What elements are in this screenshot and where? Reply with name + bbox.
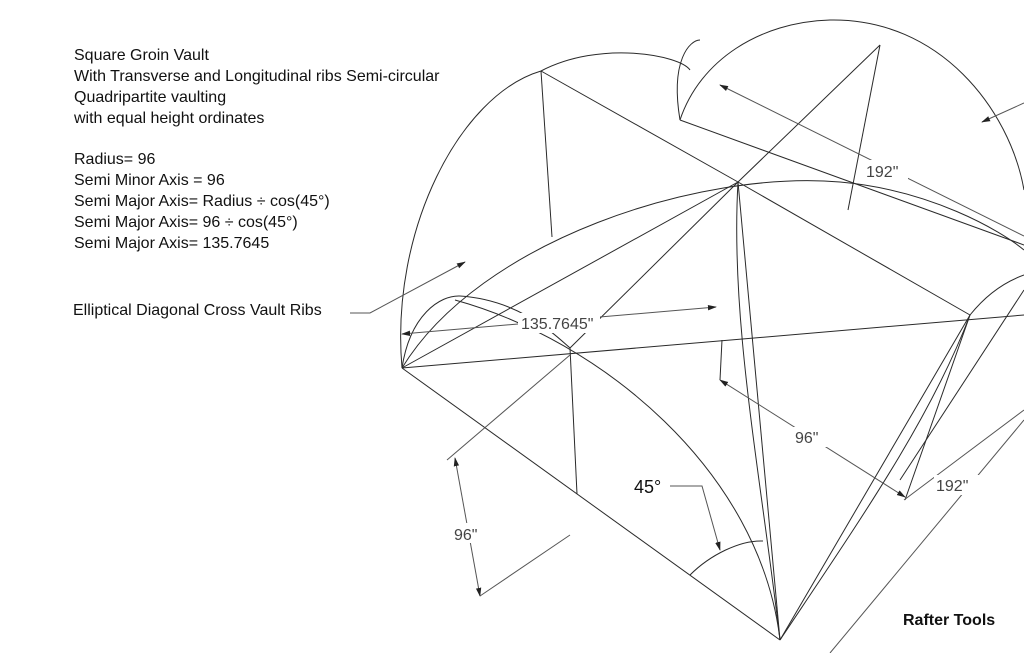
crown-line-left <box>540 70 739 183</box>
diagonal-base-right <box>737 181 971 316</box>
top-arch-middle <box>676 39 701 121</box>
top-arch-big <box>679 19 1024 191</box>
notes-semi-major-sub: Semi Major Axis= 96 ÷ cos(45°) <box>74 214 298 231</box>
callout-leader <box>350 261 466 314</box>
right-rib <box>779 274 1024 641</box>
notes-title: Square Groin Vault <box>74 47 209 64</box>
notes-block: Square Groin Vault With Transverse and L… <box>74 45 439 254</box>
label-bg-diagonal <box>518 313 600 333</box>
top-right-leader <box>981 102 1024 123</box>
ordinate-front <box>569 347 578 495</box>
dim-label-top-192: 192" <box>866 164 898 181</box>
right-edge-line <box>899 289 1024 481</box>
angle-arc <box>689 540 764 576</box>
notes-radius: Radius= 96 <box>74 151 156 168</box>
top-arch-left <box>540 52 691 72</box>
dim-label-diagonal: 135.7645" <box>521 316 593 333</box>
dim-line-right-192 <box>829 419 1024 653</box>
label-bg-left <box>452 523 486 543</box>
notes-line-ordinates: with equal height ordinates <box>74 110 265 127</box>
crown-ridge <box>679 119 1024 246</box>
notes-semi-minor: Semi Minor Axis = 96 <box>74 172 225 189</box>
diagonal-base-left <box>401 181 739 369</box>
brand-label: Rafter Tools <box>903 612 996 629</box>
ordinate-left-top <box>540 70 553 238</box>
dim-ext-right <box>903 409 1024 501</box>
dim-ext-left-bottom <box>479 534 571 597</box>
callout-diagonal-ribs: Elliptical Diagonal Cross Vault Ribs <box>73 302 322 319</box>
notes-line-vaulting: Quadripartite vaulting <box>74 89 227 106</box>
base-line-left <box>401 367 781 641</box>
label-bg-center <box>793 427 829 447</box>
apex-vertical <box>737 181 781 641</box>
angle-label: 45° <box>634 477 661 497</box>
dim-label-left-96: 96" <box>454 527 477 544</box>
dim-label-center-96: 96" <box>795 430 818 447</box>
crown-line-right <box>737 44 881 183</box>
notes-semi-major-formula: Semi Major Axis= Radius ÷ cos(45°) <box>74 193 330 210</box>
notes-line-ribs: With Transverse and Longitudinal ribs Se… <box>74 68 440 85</box>
label-bg-right <box>934 475 980 495</box>
angle-leader <box>670 485 721 551</box>
springing-line-front <box>401 314 1024 369</box>
notes-semi-major-result: Semi Major Axis= 135.7645 <box>74 235 270 252</box>
dim-label-right-192: 192" <box>936 478 968 495</box>
front-arch <box>454 299 781 641</box>
dim-ext-left-top <box>446 354 571 461</box>
ordinate-right <box>904 314 971 501</box>
label-bg-top <box>862 160 908 180</box>
ordinate-center <box>719 339 723 381</box>
diagonal-rib-front <box>401 180 1024 369</box>
